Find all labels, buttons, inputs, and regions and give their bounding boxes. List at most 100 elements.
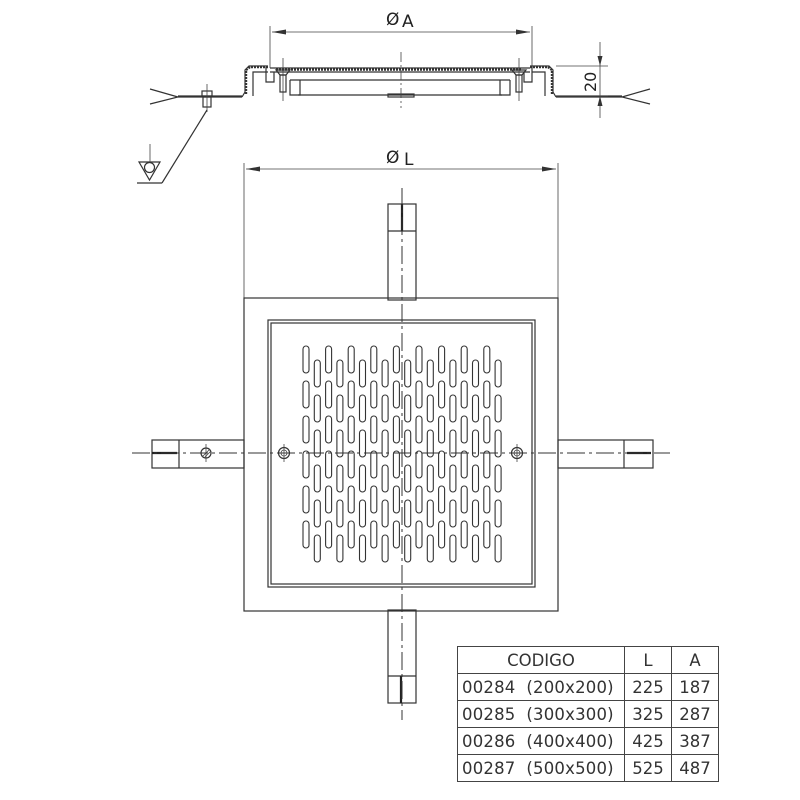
grate-slot bbox=[483, 485, 491, 514]
grate-slot bbox=[370, 450, 378, 479]
grate-slot bbox=[313, 499, 321, 528]
cell-l: 525 bbox=[624, 754, 672, 782]
dimension-height: 20 bbox=[556, 42, 608, 118]
cell-a: 287 bbox=[671, 700, 719, 728]
grate-slot bbox=[325, 345, 333, 374]
grate-slot bbox=[404, 499, 412, 528]
grate-slot bbox=[358, 429, 367, 458]
grate-slot bbox=[483, 450, 491, 479]
grate-slot bbox=[460, 415, 468, 444]
grate-slot bbox=[392, 520, 400, 549]
grate-slot bbox=[370, 380, 378, 409]
grate-slot bbox=[494, 499, 502, 528]
dimension-l: Ø L bbox=[243, 148, 559, 300]
table-row: 00287 (500x500) 525 487 bbox=[457, 754, 719, 782]
dimension-a: Ø A bbox=[269, 10, 533, 68]
outer-frame bbox=[243, 297, 559, 612]
table-row: 00286 (400x400) 425 387 bbox=[457, 727, 719, 755]
grate-slot bbox=[415, 485, 423, 514]
anchor-tab-right bbox=[557, 439, 654, 469]
grate-slot bbox=[313, 429, 321, 458]
grate-slot bbox=[415, 380, 423, 409]
table-row: 00285 (300x300) 325 287 bbox=[457, 700, 719, 728]
grate-slot bbox=[471, 534, 480, 563]
grate-slot bbox=[392, 345, 400, 374]
grate-slot bbox=[325, 520, 333, 549]
grate-slot bbox=[449, 394, 457, 423]
grate-slot bbox=[313, 394, 321, 423]
grate-slot bbox=[449, 499, 457, 528]
grate-slot bbox=[494, 394, 502, 423]
cell-code: 00285 (300x300) bbox=[457, 700, 625, 728]
grate-slot bbox=[358, 359, 367, 388]
screw-right bbox=[510, 58, 528, 101]
grate-slot bbox=[302, 520, 310, 549]
grate-slot bbox=[302, 415, 310, 444]
grate-slot bbox=[336, 359, 344, 388]
header-a: A bbox=[671, 646, 719, 674]
grate-slot bbox=[438, 450, 446, 479]
grate-screw-right bbox=[510, 444, 524, 462]
grate-slot bbox=[358, 534, 367, 563]
grate-slot bbox=[404, 429, 412, 458]
grate-slot bbox=[392, 415, 400, 444]
cell-l: 425 bbox=[624, 727, 672, 755]
grate-slot bbox=[460, 485, 468, 514]
grate-slot bbox=[313, 534, 321, 563]
grate-slot bbox=[449, 429, 457, 458]
grate-slot bbox=[381, 394, 389, 423]
grate-slot bbox=[325, 450, 333, 479]
cell-a: 487 bbox=[671, 754, 719, 782]
grate-slot bbox=[325, 485, 333, 514]
grate-slot bbox=[392, 380, 400, 409]
cell-a: 387 bbox=[671, 727, 719, 755]
grate-slot bbox=[347, 450, 355, 479]
grate-slot bbox=[404, 359, 412, 388]
grate-slot bbox=[415, 450, 423, 479]
grate-slots bbox=[302, 345, 502, 563]
grate-screw-left bbox=[277, 444, 291, 462]
dimension-letter-a: A bbox=[402, 12, 414, 32]
grate-slot bbox=[313, 359, 321, 388]
grate-slot bbox=[370, 520, 378, 549]
grate-slot bbox=[415, 520, 423, 549]
grate-slot bbox=[381, 499, 389, 528]
grate-slot bbox=[415, 415, 423, 444]
grate-slot bbox=[302, 485, 310, 514]
grate-slot bbox=[426, 499, 434, 528]
grate-slot bbox=[381, 359, 389, 388]
grate-slot bbox=[494, 429, 502, 458]
header-l: L bbox=[624, 646, 672, 674]
grate-slot bbox=[358, 464, 367, 493]
grate-slot bbox=[336, 499, 344, 528]
grate-slot bbox=[370, 415, 378, 444]
grate-slot bbox=[336, 534, 344, 563]
cell-a: 187 bbox=[671, 673, 719, 701]
dimension-symbol-a: Ø bbox=[386, 10, 399, 30]
header-codigo: CODIGO bbox=[457, 646, 625, 674]
grate-slot bbox=[438, 345, 446, 374]
grate-slot bbox=[460, 520, 468, 549]
cell-code: 00287 (500x500) bbox=[457, 754, 625, 782]
grate-slot bbox=[426, 429, 434, 458]
grate-slot bbox=[370, 345, 378, 374]
grate-slot bbox=[325, 415, 333, 444]
section-view: Ø A bbox=[137, 10, 651, 184]
specification-table: CODIGO L A 00284 (200x200) 225 187 00285… bbox=[457, 646, 719, 782]
grate-slot bbox=[358, 499, 367, 528]
grate-slot bbox=[494, 534, 502, 563]
grate-slot bbox=[438, 520, 446, 549]
grate-slot bbox=[381, 429, 389, 458]
grate-slot bbox=[449, 464, 457, 493]
grate-slot bbox=[381, 534, 389, 563]
grate-slot bbox=[494, 359, 502, 388]
grate-slot bbox=[483, 380, 491, 409]
grate-slot bbox=[460, 345, 468, 374]
grate-slot bbox=[449, 534, 457, 563]
grate-slot bbox=[460, 450, 468, 479]
grate-slot bbox=[426, 464, 434, 493]
grate-slot bbox=[438, 485, 446, 514]
table-header-row: CODIGO L A bbox=[457, 646, 719, 674]
grate-slot bbox=[392, 485, 400, 514]
